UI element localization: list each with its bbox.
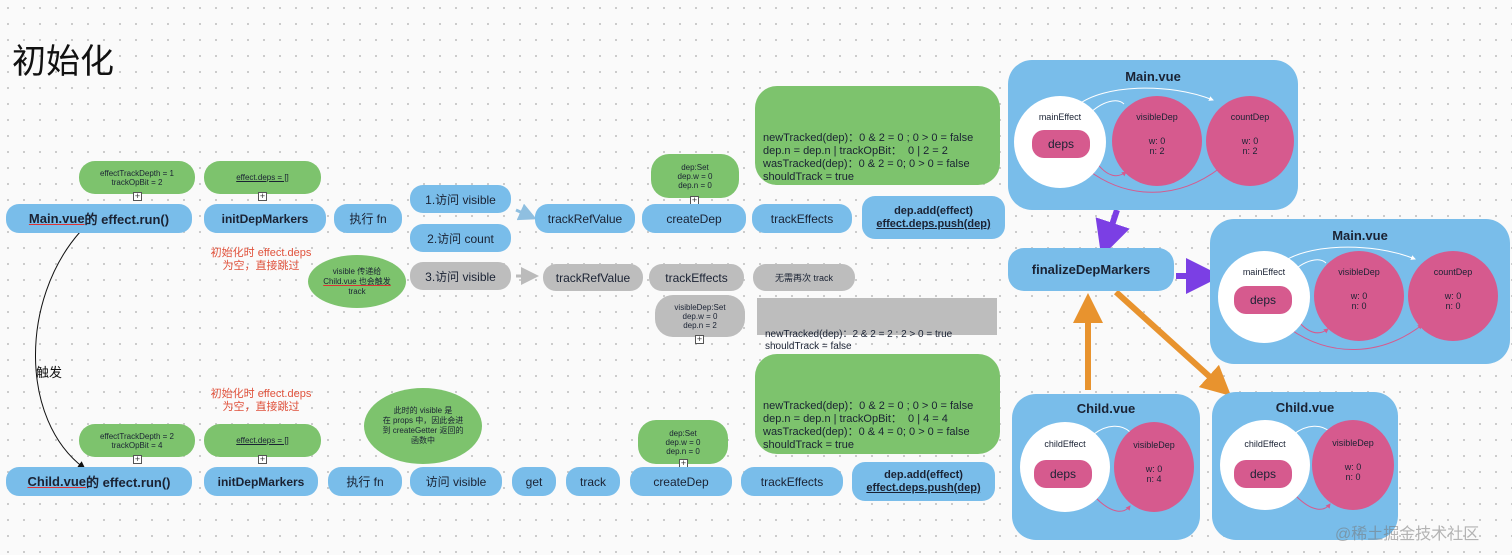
access-count-node: 2.访问 count xyxy=(410,224,511,252)
count-dep-node: countDep w: 0 n: 0 xyxy=(1408,251,1498,341)
expand-icon[interactable]: + xyxy=(695,334,704,344)
main-effect-run-node: Main.vue 的 effect.run() xyxy=(6,204,192,233)
effect-label: mainEffect xyxy=(1242,267,1286,277)
deps-node: deps xyxy=(1234,286,1292,314)
track-effects-gray-node: trackEffects xyxy=(649,264,744,291)
panel-title: Main.vue xyxy=(1125,69,1181,84)
page-title: 初始化 xyxy=(12,42,114,82)
finalize-dep-markers-node: finalizeDepMarkers xyxy=(1008,248,1174,291)
trigger-label: 触发 xyxy=(36,365,63,380)
count-dep-node: countDep w: 0 n: 2 xyxy=(1206,96,1294,186)
panel-title: Main.vue xyxy=(1332,228,1388,243)
track-ref-value-node: trackRefValue xyxy=(535,204,635,233)
expand-icon[interactable]: + xyxy=(133,191,142,201)
track-node: track xyxy=(566,467,620,496)
deps-node: deps xyxy=(1034,460,1092,488)
visible-dep-node: visibleDep w: 0 n: 0 xyxy=(1312,420,1394,510)
expand-icon[interactable]: + xyxy=(258,191,267,201)
dep-add-node-child: dep.add(effect)effect.deps.push(dep) xyxy=(852,462,995,501)
effect-label: childEffect xyxy=(1044,439,1086,449)
create-dep-node: createDep xyxy=(642,204,746,233)
create-dep-node-child: createDep xyxy=(630,467,732,496)
main-to-finalize-arrow xyxy=(1095,209,1130,258)
no-retrack-node: 无需再次 track xyxy=(753,264,855,291)
track-ref-value-gray-node: trackRefValue xyxy=(543,264,643,291)
expand-icon[interactable]: + xyxy=(258,454,267,464)
dep-add-node: dep.add(effect)effect.deps.push(dep) xyxy=(862,196,1005,239)
main-vue-panel-after: Main.vue mainEffect deps visibleDep w: 0… xyxy=(1210,219,1510,364)
access-visible-1-node: 1.访问 visible xyxy=(410,185,511,213)
dep-links xyxy=(1089,425,1131,512)
access-visible-node-child: 访问 visible xyxy=(410,467,502,496)
child-vue-panel-after: Child.vue childEffect deps visibleDep w:… xyxy=(1212,392,1398,540)
should-track-false-note: newTracked(dep)：2 & 2 = 2 ; 2 > 0 = true… xyxy=(757,298,997,352)
tracking-calc-note: newTracked(dep)：0 & 2 = 0 ; 0 > 0 = fals… xyxy=(755,86,1000,185)
props-bubble: 此时的 visible 是在 props 中，因此会进到 createGette… xyxy=(364,388,482,464)
exec-fn-node-child: 执行 fn xyxy=(328,467,402,496)
get-node: get xyxy=(512,467,556,496)
main-vue-panel-before: Main.vue mainEffect deps visibleDep w: 0… xyxy=(1008,60,1298,210)
watermark: @稀土掘金技术社区 xyxy=(1335,526,1480,543)
visible-dep-node: visibleDep w: 0 n: 4 xyxy=(1114,422,1194,512)
panel-title: Child.vue xyxy=(1275,400,1335,415)
access-visible-3-node: 3.访问 visible xyxy=(410,262,511,290)
effect-label: mainEffect xyxy=(1038,112,1082,122)
deps-node: deps xyxy=(1032,130,1090,158)
visible-dep-node: visibleDep w: 0 n: 0 xyxy=(1314,251,1404,341)
init-dep-markers-node-child: initDepMarkers xyxy=(204,467,318,496)
init-dep-markers-node: initDepMarkers xyxy=(204,204,326,233)
track-effects-node-child: trackEffects xyxy=(741,467,843,496)
visible-dep-node: visibleDep w: 0 n: 2 xyxy=(1112,96,1202,186)
deps-node: deps xyxy=(1234,460,1292,488)
panel-title: Child.vue xyxy=(1076,401,1136,416)
effect-deps-note: effect.deps = [] xyxy=(204,161,321,194)
effect-label: childEffect xyxy=(1244,439,1286,449)
effect-deps-note-child: effect.deps = [] xyxy=(204,424,321,457)
exec-fn-node: 执行 fn xyxy=(334,204,402,233)
access1-arrow xyxy=(515,203,537,221)
expand-icon[interactable]: + xyxy=(133,454,142,464)
track-effects-node: trackEffects xyxy=(752,204,852,233)
child-vue-panel-before: Child.vue childEffect deps visibleDep w:… xyxy=(1012,394,1200,540)
tracking-calc-note-child: newTracked(dep)：0 & 2 = 0 ; 0 > 0 = fals… xyxy=(755,354,1000,454)
finalize-to-child-arrow xyxy=(1113,289,1232,397)
trigger-arrow xyxy=(35,231,86,470)
child-effect-run-node: Child.vue 的 effect.run() xyxy=(6,467,192,496)
